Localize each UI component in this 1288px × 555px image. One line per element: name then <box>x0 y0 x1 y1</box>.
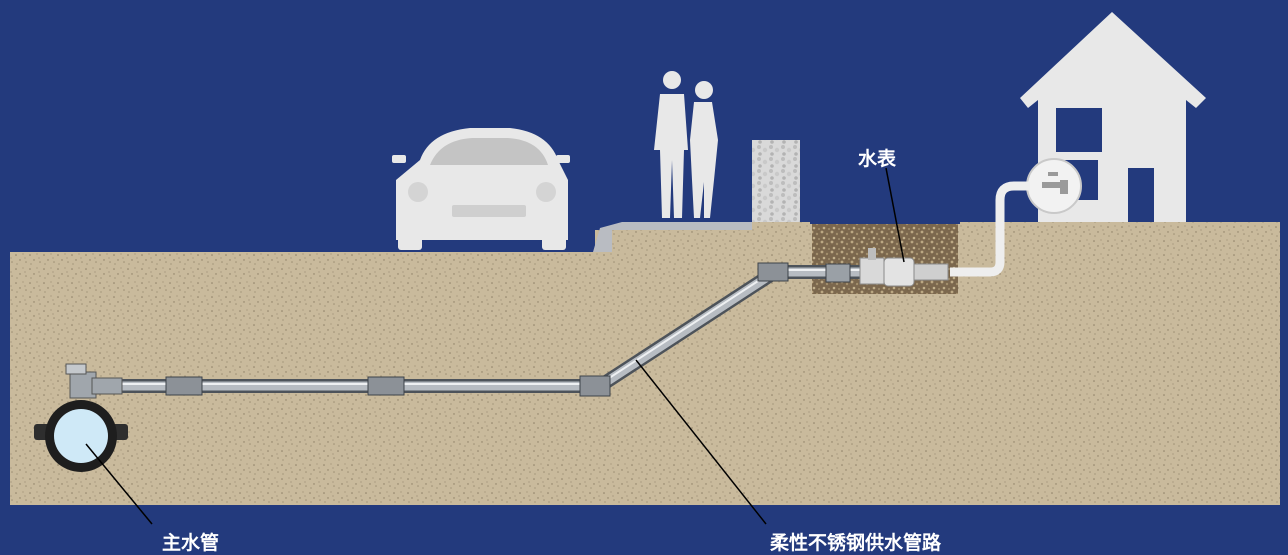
flexible-pipe-label: 柔性不锈钢供水管路 <box>770 532 942 554</box>
water-meter-icon <box>883 257 949 287</box>
main-water-pipe <box>34 363 128 472</box>
sidewalk-curb <box>593 222 752 252</box>
valve-icon <box>825 248 885 285</box>
stone-pillar <box>752 140 800 222</box>
main-pipe-label: 主水管 <box>162 532 220 554</box>
pipe-bellows <box>165 262 789 397</box>
callout-lines <box>85 167 905 525</box>
car-icon <box>392 128 570 250</box>
house-service-pipe <box>950 181 1030 277</box>
faucet-icon <box>1026 158 1082 214</box>
people-icon <box>654 71 718 218</box>
water-meter-label: 水表 <box>858 148 897 170</box>
